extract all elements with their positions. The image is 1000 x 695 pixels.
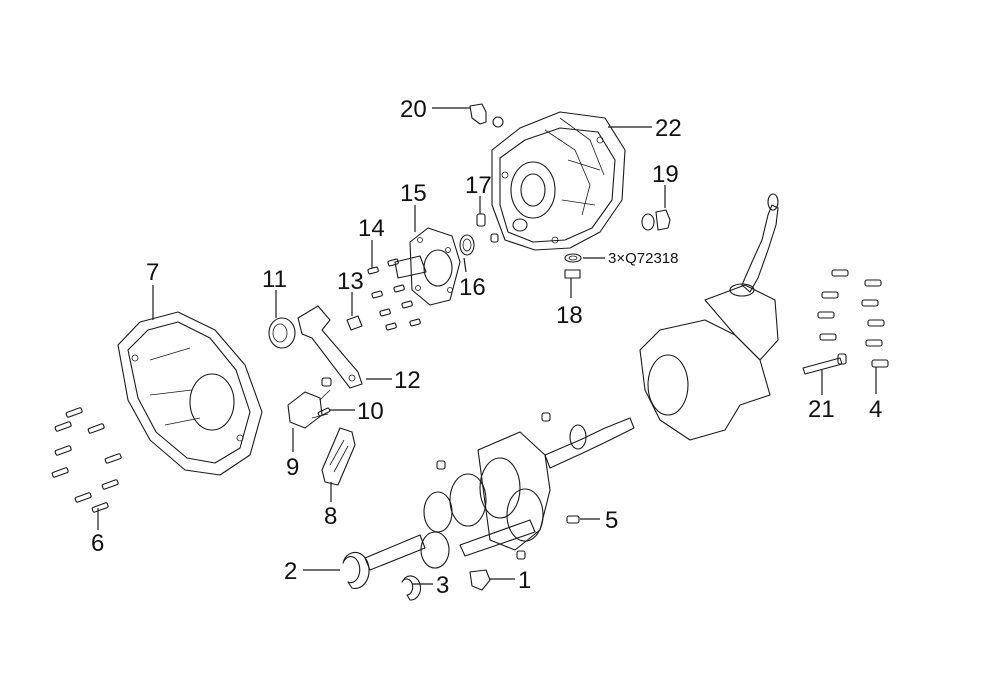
drain-plug-part <box>641 209 671 231</box>
snap-ring-small-part <box>401 575 422 601</box>
bearing-retainer-part <box>394 227 461 306</box>
gasket-quantity-note: 3×Q72318 <box>608 250 678 267</box>
transmission-case-part <box>491 111 626 251</box>
callout-10: 10 <box>357 398 384 425</box>
callout-13: 13 <box>337 268 364 295</box>
extension-housing-part <box>639 193 779 441</box>
callout-16: 16 <box>459 274 486 301</box>
leader-lines <box>97 107 877 585</box>
retainer-bolts <box>346 258 421 331</box>
callout-9: 9 <box>286 454 299 481</box>
callout-19: 19 <box>652 161 679 188</box>
callout-2: 2 <box>284 558 297 585</box>
callout-14: 14 <box>358 215 385 242</box>
callout-20: 20 <box>400 96 427 123</box>
callout-12: 12 <box>394 367 421 394</box>
filler-plug-part <box>564 253 582 279</box>
small-plug-part <box>476 213 486 227</box>
housing-bolts-left <box>51 407 122 513</box>
snap-ring-large-part <box>342 551 370 589</box>
shift-key-part <box>469 569 491 591</box>
detent-pin-part <box>566 515 580 524</box>
callout-6: 6 <box>91 530 104 557</box>
slave-cylinder-part <box>287 377 332 429</box>
callout-11: 11 <box>262 266 287 293</box>
bell-housing-part <box>117 311 263 476</box>
extension-bolts-right <box>817 269 889 368</box>
callout-3: 3 <box>436 572 449 599</box>
long-bolt-part <box>802 353 847 375</box>
callout-8: 8 <box>324 503 337 530</box>
callout-18: 18 <box>556 302 583 329</box>
sensor-switch-part <box>469 103 504 128</box>
callout-21: 21 <box>808 396 835 423</box>
release-fork-part <box>297 305 363 389</box>
callout-1: 1 <box>518 567 531 594</box>
cover-plate-part <box>321 427 356 486</box>
callout-15: 15 <box>400 180 427 207</box>
callout-17: 17 <box>465 172 492 199</box>
callout-4: 4 <box>869 396 882 423</box>
callout-22: 22 <box>655 115 682 142</box>
release-bearing-part <box>268 317 296 349</box>
callout-5: 5 <box>605 507 618 534</box>
pivot-pin-part <box>317 407 331 417</box>
callout-7: 7 <box>146 259 159 286</box>
oil-seal-part <box>459 233 499 256</box>
gear-train-part <box>364 412 635 571</box>
